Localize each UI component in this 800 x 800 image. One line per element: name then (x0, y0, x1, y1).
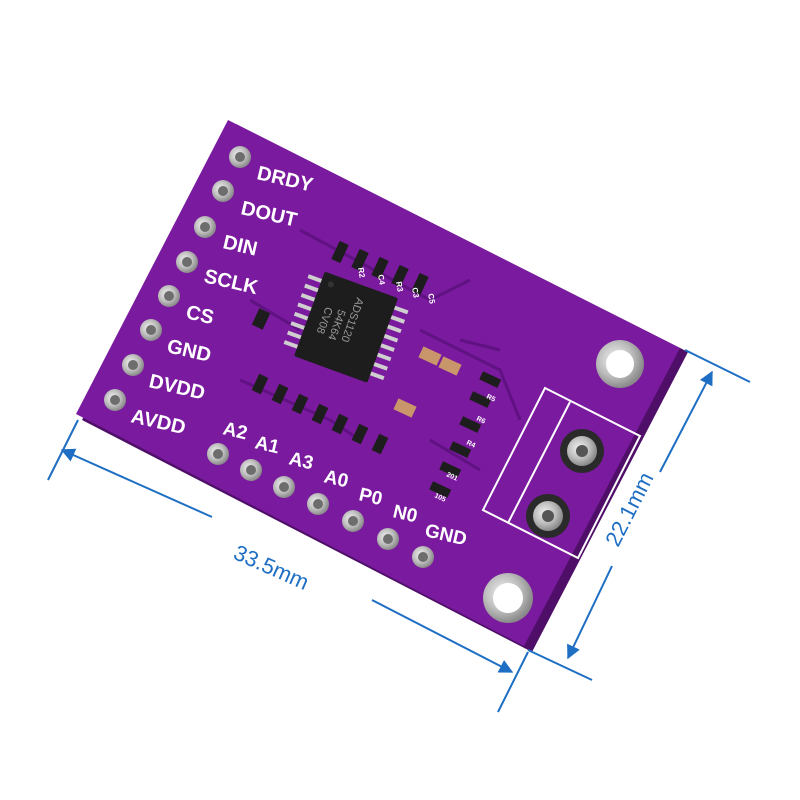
smd-components (251, 240, 502, 498)
component-label: R5 (485, 393, 496, 403)
chip-body (294, 272, 398, 383)
mounting-holes (483, 340, 644, 623)
component-label: C3 (410, 287, 421, 299)
component-labels: R2 C4 R3 C3 C5 R5 R6 R4 201 105 (356, 267, 496, 504)
component-label: 201 (445, 471, 459, 482)
width-label: 33.5mm (230, 540, 313, 595)
left-header (104, 146, 251, 411)
component-label: C5 (426, 293, 437, 305)
pin-label: P0 (357, 484, 384, 510)
traces (239, 228, 522, 472)
component-label: R6 (475, 415, 486, 425)
component-label: 105 (433, 492, 447, 503)
bottom-header (207, 443, 434, 568)
terminal-block (481, 386, 642, 560)
component-label: C4 (376, 274, 387, 286)
height-dimension (527, 349, 751, 681)
component-label: R3 (394, 281, 405, 293)
component-label: R2 (356, 267, 367, 279)
adc-chip: ADS1120 54K64 CV08 (283, 272, 409, 383)
component-label: R4 (465, 439, 476, 449)
width-dimension (47, 419, 529, 713)
